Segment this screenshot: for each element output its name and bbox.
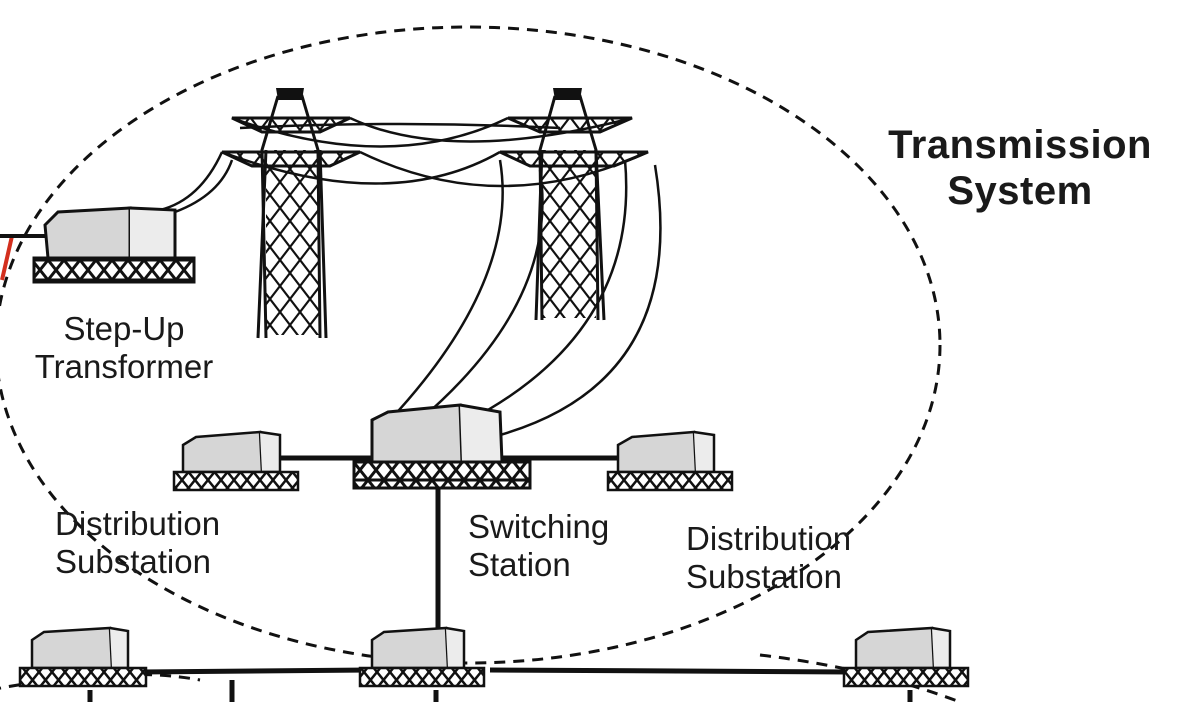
system-title-line1: Transmission (888, 123, 1152, 167)
distribution-substation-right-label: Distribution Substation (686, 520, 851, 596)
substation-bottom-right-icon (842, 626, 970, 688)
step-up-transformer-icon (32, 206, 196, 284)
distribution-substation-left-label: Distribution Substation (55, 505, 220, 581)
bus-lines (87, 455, 913, 702)
system-boundary (0, 25, 942, 665)
switching-line1: Switching (468, 508, 610, 545)
switching-line2: Station (468, 545, 571, 583)
distribution-substation-right-icon (606, 430, 734, 492)
generator-feed-line (0, 234, 15, 281)
dist-left-line1: Distribution (55, 505, 221, 542)
step-up-label-line1: Step-Up (63, 310, 185, 347)
lower-right-boundary-arc (759, 653, 961, 704)
substation-bottom-center-icon (358, 626, 486, 688)
step-up-label-line2: Transformer (34, 347, 214, 385)
step-up-transformer-label: Step-Up Transformer (4, 310, 244, 386)
system-title: Transmission System (855, 122, 1185, 214)
system-title-line2: System (947, 169, 1093, 213)
conductor-lines (99, 116, 662, 437)
transmission-tower-left (221, 88, 361, 339)
dist-left-line2: Substation (55, 542, 211, 580)
dist-right-line1: Distribution (686, 520, 852, 557)
dist-right-line2: Substation (686, 557, 842, 595)
switching-station-icon (352, 403, 532, 490)
switching-station-label: Switching Station (468, 508, 609, 584)
substation-bottom-left-icon (18, 626, 148, 688)
distribution-substation-left-icon (172, 430, 300, 492)
